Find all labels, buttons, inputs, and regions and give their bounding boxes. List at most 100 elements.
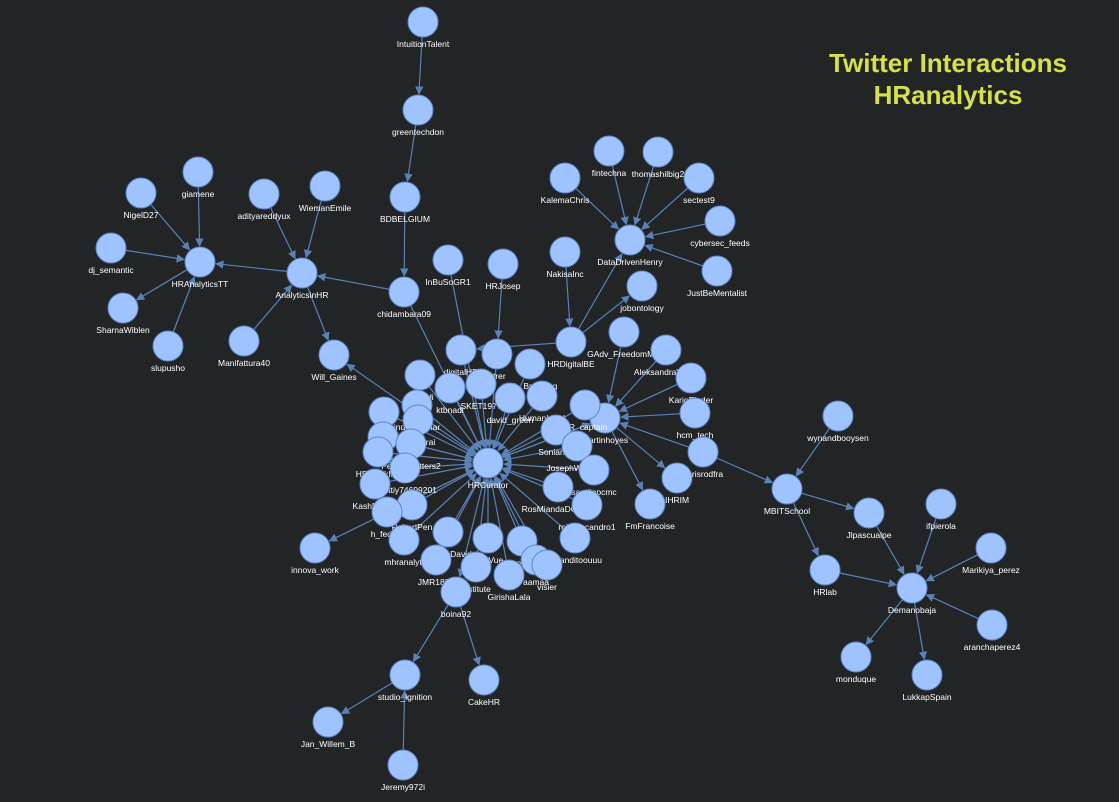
node-circle[interactable] <box>420 544 452 576</box>
node-circle[interactable] <box>472 522 504 554</box>
node-Manifattura40[interactable]: Manifattura40 <box>218 325 270 368</box>
node-hcm_tech[interactable]: hcm_tech <box>677 397 714 440</box>
node-digitalHR[interactable]: digitalHR <box>444 334 479 377</box>
node-circle[interactable] <box>542 471 574 503</box>
node-circle[interactable] <box>975 532 1007 564</box>
node-HRAnalyticsTT[interactable]: HRAnalyticsTT <box>172 246 229 289</box>
node-circle[interactable] <box>514 348 546 380</box>
node-InBuSoGR1[interactable]: InBuSoGR1 <box>425 244 471 287</box>
node-BDBELGIUM[interactable]: BDBELGIUM <box>380 181 430 224</box>
node-circle[interactable] <box>853 497 885 529</box>
node-JosephWalRuiLi[interactable]: JosephWalRuiLi <box>546 430 608 473</box>
node-JMR1834[interactable]: JMR1834 <box>418 544 455 587</box>
node-Sonianas[interactable]: Sonianas <box>538 414 574 457</box>
node-Institute[interactable]: Institute <box>460 551 492 594</box>
node-fintechna[interactable]: fintechna <box>592 135 627 178</box>
node-circle[interactable] <box>472 447 504 479</box>
node-circle[interactable] <box>389 181 421 213</box>
node-Marikiya_perez[interactable]: Marikiya_perez <box>962 532 1020 575</box>
node-robertscandro1[interactable]: robertscandro1 <box>558 489 616 532</box>
node-circle[interactable] <box>184 246 216 278</box>
node-circle[interactable] <box>389 659 421 691</box>
node-karisrodfra[interactable]: karisrodfra <box>683 436 723 479</box>
node-circle[interactable] <box>701 255 733 287</box>
node-circle[interactable] <box>182 156 214 188</box>
node-circle[interactable] <box>593 135 625 167</box>
node-JustBeMentalist[interactable]: JustBeMentalist <box>687 255 748 298</box>
node-boina92[interactable]: boina92 <box>440 576 472 619</box>
node-circle[interactable] <box>578 454 610 486</box>
node-HR_captain[interactable]: HR_captain <box>563 389 608 432</box>
node-IntuitionTalent[interactable]: IntuitionTalent <box>397 6 450 49</box>
node-circle[interactable] <box>299 532 331 564</box>
node-circle[interactable] <box>404 359 436 391</box>
node-mhranalyti[interactable]: mhranalyti <box>384 524 424 567</box>
node-AnalyticsinHR[interactable]: AnalyticsinHR <box>276 257 329 300</box>
node-circle[interactable] <box>555 326 587 358</box>
node-david_green[interactable]: david_green <box>487 382 534 425</box>
node-circle[interactable] <box>468 664 500 696</box>
node-chidambara09[interactable]: chidambara09 <box>377 276 431 319</box>
node-circle[interactable] <box>359 468 391 500</box>
node-h_fedida[interactable]: h_fedida <box>371 496 404 539</box>
node-CakeHR[interactable]: CakeHR <box>468 664 500 707</box>
node-circle[interactable] <box>896 572 928 604</box>
node-etrer[interactable]: etrer <box>481 338 513 381</box>
node-innova_work[interactable]: innova_work <box>291 532 340 575</box>
node-HRCurator[interactable]: HRCurator <box>468 447 509 490</box>
node-circle[interactable] <box>569 389 601 421</box>
node-Khattiy74699201[interactable]: Khattiy74699201 <box>373 452 437 495</box>
node-DataDrivenHenry[interactable]: DataDrivenHenry <box>597 224 663 267</box>
node-studio_ignition[interactable]: studio_ignition <box>378 659 433 702</box>
node-circle[interactable] <box>309 170 341 202</box>
node-ifpierola[interactable]: ifpierola <box>925 488 957 531</box>
node-Will_Gaines[interactable]: Will_Gaines <box>311 339 357 382</box>
node-circle[interactable] <box>494 382 526 414</box>
node-circle[interactable] <box>531 549 563 581</box>
node-circle[interactable] <box>407 6 439 38</box>
node-RosMiandaDGreen[interactable]: RosMiandaDGreen <box>522 471 595 514</box>
node-MBITSchool[interactable]: MBITSchool <box>764 473 810 516</box>
node-circle[interactable] <box>911 659 943 691</box>
node-Jan_Willem_B[interactable]: Jan_Willem_B <box>301 706 356 749</box>
node-KalemaChris[interactable]: KalemaChris <box>541 162 590 205</box>
node-circle[interactable] <box>661 462 693 494</box>
node-circle[interactable] <box>608 316 640 348</box>
node-circle[interactable] <box>675 362 707 394</box>
node-pmanditoouuu[interactable]: pmanditoouuu <box>548 522 602 565</box>
node-circle[interactable] <box>107 292 139 324</box>
node-circle[interactable] <box>432 516 464 548</box>
node-slupusho[interactable]: slupusho <box>151 330 185 373</box>
node-greentechdon[interactable]: greentechdon <box>392 94 444 137</box>
node-circle[interactable] <box>771 473 803 505</box>
node-circle[interactable] <box>465 368 497 400</box>
node-circle[interactable] <box>312 706 344 738</box>
node-adityareddyux[interactable]: adityareddyux <box>238 178 292 221</box>
node-circle[interactable] <box>460 551 492 583</box>
node-wynandbooysen[interactable]: wynandbooysen <box>806 400 869 443</box>
node-GAdv_FreedomMel[interactable]: GAdv_FreedomMel <box>587 316 661 359</box>
node-circle[interactable] <box>976 609 1008 641</box>
node-circle[interactable] <box>540 414 572 446</box>
node-giamene[interactable]: giamene <box>182 156 215 199</box>
node-circle[interactable] <box>388 524 420 556</box>
node-HumanLead[interactable]: HumanLead <box>519 380 566 423</box>
node-HRlab[interactable]: HRlab <box>809 554 841 597</box>
node-circle[interactable] <box>371 496 403 528</box>
node-circle[interactable] <box>445 334 477 366</box>
node-circle[interactable] <box>614 224 646 256</box>
node-Jeremy972i[interactable]: Jeremy972i <box>381 749 425 792</box>
node-IHRIM[interactable]: IHRIM <box>661 462 693 505</box>
node-monduque[interactable]: monduque <box>836 641 876 684</box>
node-circle[interactable] <box>549 162 581 194</box>
node-circle[interactable] <box>561 430 593 462</box>
node-circle[interactable] <box>387 749 419 781</box>
node-circle[interactable] <box>642 136 674 168</box>
node-circle[interactable] <box>432 244 464 276</box>
node-circle[interactable] <box>634 488 666 520</box>
node-GirishaLala[interactable]: GirishaLala <box>488 559 531 602</box>
node-aranchaperez4[interactable]: aranchaperez4 <box>964 609 1021 652</box>
node-circle[interactable] <box>389 452 421 484</box>
node-circle[interactable] <box>679 397 711 429</box>
node-circle[interactable] <box>434 372 466 404</box>
